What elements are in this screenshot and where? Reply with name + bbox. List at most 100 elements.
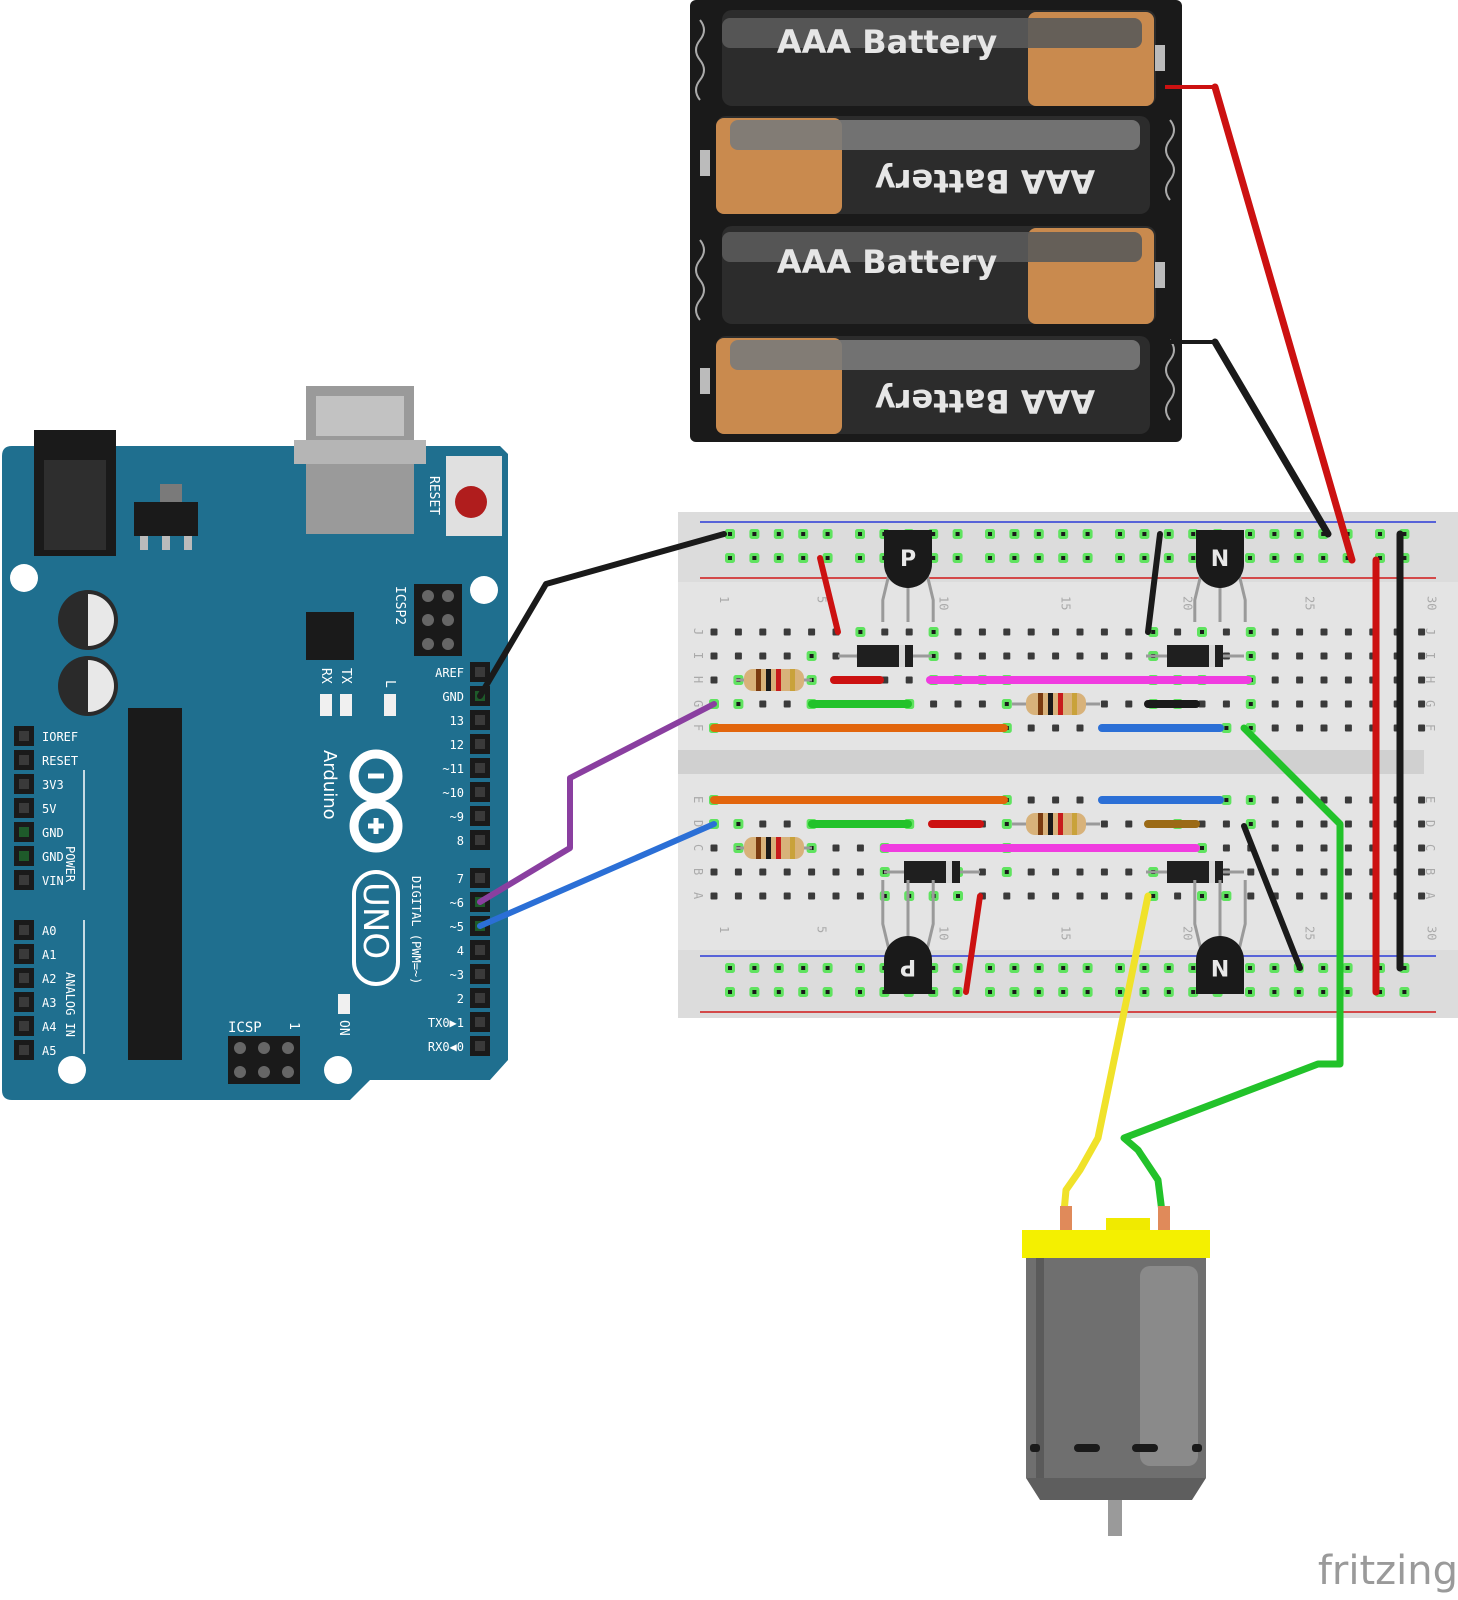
rail-hole[interactable] xyxy=(952,553,963,563)
rail-hole[interactable] xyxy=(1188,963,1199,973)
battery-positive-wire[interactable] xyxy=(1211,83,1356,564)
transistor[interactable]: P xyxy=(881,880,935,994)
rail-hole[interactable] xyxy=(725,529,735,539)
breadboard-hole[interactable] xyxy=(710,892,718,900)
jumper-wire-black[interactable] xyxy=(1241,823,1303,971)
breadboard-hole[interactable] xyxy=(1125,868,1133,876)
breadboard-hole[interactable] xyxy=(783,868,791,876)
rail-hole[interactable] xyxy=(1245,553,1255,563)
rail-hole[interactable] xyxy=(822,987,833,997)
breadboard-hole[interactable] xyxy=(1296,676,1304,684)
breadboard-hole[interactable] xyxy=(733,699,744,709)
rail-hole[interactable] xyxy=(1009,529,1020,539)
breadboard-hole[interactable] xyxy=(759,628,767,636)
breadboard-hole[interactable] xyxy=(1271,628,1279,636)
rail-hole[interactable] xyxy=(773,987,784,997)
rail-hole[interactable] xyxy=(798,553,809,563)
rail-hole[interactable] xyxy=(822,529,833,539)
breadboard-hole[interactable] xyxy=(954,652,962,660)
breadboard-hole[interactable] xyxy=(734,628,742,636)
breadboard-hole[interactable] xyxy=(1076,724,1084,732)
breadboard-hole[interactable] xyxy=(953,891,963,901)
breadboard-hole[interactable] xyxy=(1198,700,1206,708)
breadboard-hole[interactable] xyxy=(1001,819,1012,829)
rail-hole[interactable] xyxy=(1058,529,1069,539)
rail-hole[interactable] xyxy=(798,963,809,973)
breadboard-hole[interactable] xyxy=(1003,628,1011,636)
rail-hole[interactable] xyxy=(1009,553,1020,563)
breadboard-hole[interactable] xyxy=(1125,820,1133,828)
breadboard-hole[interactable] xyxy=(1247,892,1255,900)
breadboard-hole[interactable] xyxy=(1320,820,1328,828)
breadboard-hole[interactable] xyxy=(1247,868,1255,876)
breadboard-hole[interactable] xyxy=(759,868,767,876)
rail-hole[interactable] xyxy=(1082,529,1093,539)
breadboard-hole[interactable] xyxy=(1344,796,1352,804)
rail-hole[interactable] xyxy=(749,963,760,973)
breadboard-hole[interactable] xyxy=(1052,796,1060,804)
rail-hole[interactable] xyxy=(1318,963,1329,973)
rail-hole[interactable] xyxy=(1163,963,1174,973)
rail-hole[interactable] xyxy=(1082,963,1093,973)
rail-hole[interactable] xyxy=(985,553,995,563)
breadboard-hole[interactable] xyxy=(1076,652,1084,660)
breadboard-hole[interactable] xyxy=(759,820,767,828)
breadboard-hole[interactable] xyxy=(1222,844,1230,852)
breadboard-hole[interactable] xyxy=(1052,724,1060,732)
rail-hole[interactable] xyxy=(773,963,784,973)
breadboard-hole[interactable] xyxy=(1076,868,1084,876)
breadboard-hole[interactable] xyxy=(710,868,718,876)
breadboard-hole[interactable] xyxy=(1271,676,1279,684)
rail-hole[interactable] xyxy=(1139,553,1150,563)
breadboard-hole[interactable] xyxy=(1174,628,1182,636)
breadboard-hole[interactable] xyxy=(806,651,817,661)
breadboard-hole[interactable] xyxy=(1271,652,1279,660)
breadboard-hole[interactable] xyxy=(1027,652,1035,660)
rail-hole[interactable] xyxy=(1293,553,1304,563)
breadboard-hole[interactable] xyxy=(1197,891,1207,901)
jumper-wire-red[interactable] xyxy=(963,893,983,995)
breadboard-hole[interactable] xyxy=(1197,627,1207,637)
rail-hole[interactable] xyxy=(1058,963,1069,973)
rail-hole[interactable] xyxy=(1269,553,1280,563)
rail-hole[interactable] xyxy=(749,553,760,563)
breadboard-hole[interactable] xyxy=(710,652,718,660)
breadboard-hole[interactable] xyxy=(1344,724,1352,732)
breadboard-hole[interactable] xyxy=(1296,628,1304,636)
breadboard-hole[interactable] xyxy=(710,676,718,684)
breadboard-hole[interactable] xyxy=(734,652,742,660)
rail-hole[interactable] xyxy=(725,553,735,563)
resistor[interactable] xyxy=(736,669,812,691)
breadboard-hole[interactable] xyxy=(1296,892,1304,900)
rail-hole[interactable] xyxy=(985,963,995,973)
breadboard-hole[interactable] xyxy=(1222,700,1230,708)
breadboard-hole[interactable] xyxy=(1125,892,1133,900)
rail-hole[interactable] xyxy=(1009,987,1020,997)
breadboard-hole[interactable] xyxy=(1418,652,1426,660)
rail-hole[interactable] xyxy=(1082,553,1093,563)
breadboard-hole[interactable] xyxy=(783,892,791,900)
rail-hole[interactable] xyxy=(1033,553,1044,563)
rail-hole[interactable] xyxy=(1342,987,1353,997)
breadboard-hole[interactable] xyxy=(1125,652,1133,660)
breadboard-hole[interactable] xyxy=(1271,796,1279,804)
rail-hole[interactable] xyxy=(1139,963,1150,973)
breadboard-hole[interactable] xyxy=(1174,892,1182,900)
breadboard-hole[interactable] xyxy=(1296,724,1304,732)
breadboard-hole[interactable] xyxy=(856,892,864,900)
breadboard-hole[interactable] xyxy=(1418,868,1426,876)
breadboard-hole[interactable] xyxy=(1344,628,1352,636)
rail-hole[interactable] xyxy=(1399,987,1410,997)
breadboard-hole[interactable] xyxy=(1100,868,1108,876)
arduino-gnd-wire[interactable] xyxy=(477,531,727,699)
breadboard-hole[interactable] xyxy=(1418,724,1426,732)
breadboard-hole[interactable] xyxy=(1320,652,1328,660)
breadboard-hole[interactable] xyxy=(856,868,864,876)
breadboard-hole[interactable] xyxy=(1418,796,1426,804)
breadboard-hole[interactable] xyxy=(734,892,742,900)
arduino-pin6-wire[interactable] xyxy=(477,701,717,905)
breadboard-hole[interactable] xyxy=(1076,628,1084,636)
rail-hole[interactable] xyxy=(1115,987,1125,997)
breadboard-hole[interactable] xyxy=(1418,820,1426,828)
breadboard-hole[interactable] xyxy=(1100,700,1108,708)
